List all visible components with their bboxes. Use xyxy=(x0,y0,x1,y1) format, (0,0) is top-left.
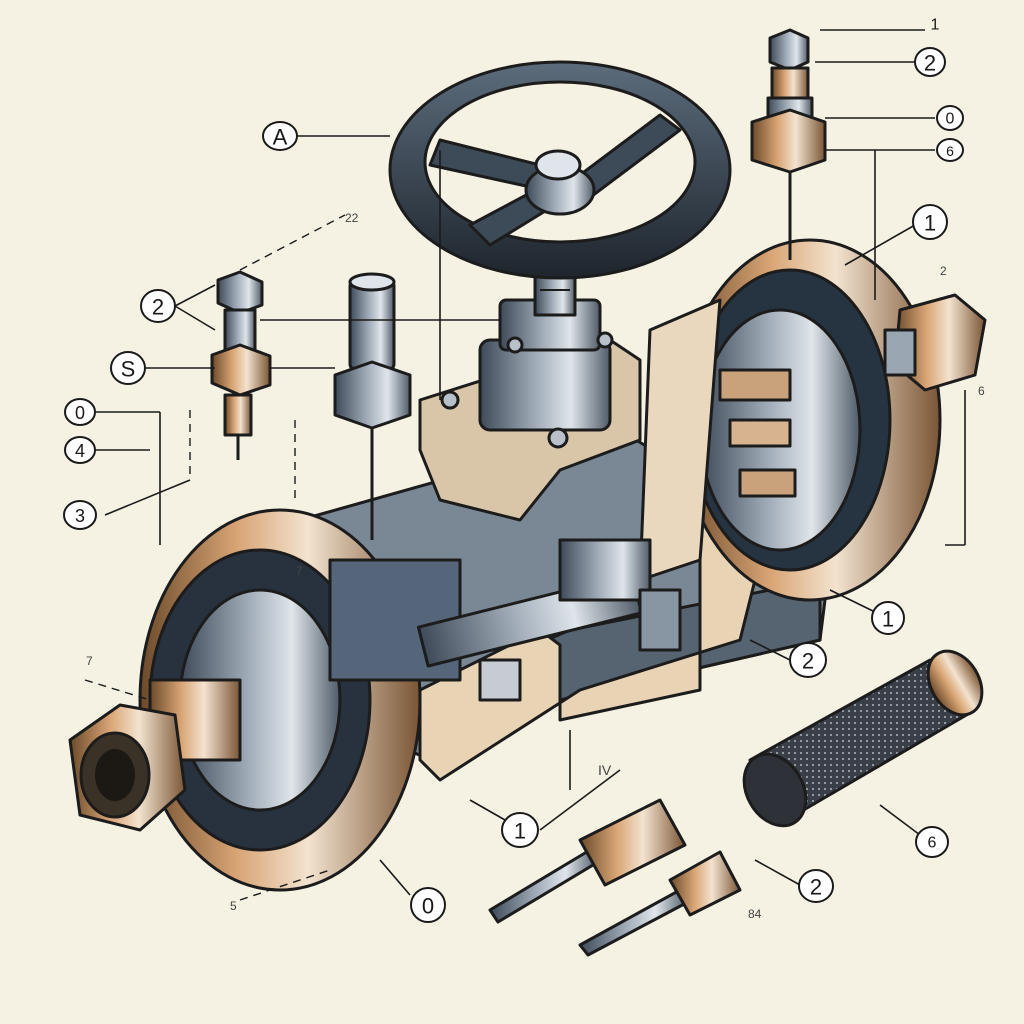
callout-mid-1-label: 1 xyxy=(882,607,894,632)
bonnet xyxy=(418,298,642,522)
callout-bot-2-label: 2 xyxy=(810,875,822,900)
label-7-body: 7 xyxy=(296,564,303,578)
callout-mid-2: 2 xyxy=(789,642,827,678)
callout-left-0: 0 xyxy=(64,398,96,426)
callout-left-s-label: S xyxy=(121,357,136,382)
callout-left-2-label: 2 xyxy=(152,295,164,320)
label-7-left: 7 xyxy=(86,654,93,668)
label-22: 22 xyxy=(345,211,359,225)
callout-bot-0: 0 xyxy=(410,887,446,923)
leader-lines xyxy=(84,29,966,901)
left-hex-nut xyxy=(68,678,242,832)
callout-left-0-label: 0 xyxy=(75,403,85,423)
callout-a-label: A xyxy=(273,125,288,150)
label-6: 6 xyxy=(978,384,985,398)
callout-left-4-label: 4 xyxy=(75,441,85,461)
handwheel xyxy=(388,60,732,280)
callout-bot-2: 2 xyxy=(798,869,834,903)
callout-left-3-label: 3 xyxy=(75,506,85,526)
callout-top-2-label: 2 xyxy=(924,51,936,76)
label-5: 5 xyxy=(230,899,237,913)
label-iv: IV xyxy=(598,762,612,778)
label-2: 2 xyxy=(940,264,947,278)
callout-bot-1: 1 xyxy=(501,812,539,848)
knurled-sleeve xyxy=(742,649,984,828)
small-labels: 22 2 6 7 7 5 84 IV xyxy=(86,211,985,921)
callout-right-1: 1 xyxy=(912,204,948,240)
pin-b xyxy=(578,850,742,957)
left-bolt-long xyxy=(333,272,412,540)
callouts: A 1 2 0 6 1 2 S 0 xyxy=(63,17,964,923)
callout-top-6-label: 6 xyxy=(946,143,954,159)
left-bolt-small xyxy=(210,270,272,460)
callout-mid-2-label: 2 xyxy=(802,649,814,674)
pin-a xyxy=(488,798,687,924)
callout-top-1: 1 xyxy=(931,17,940,34)
callout-left-4: 4 xyxy=(64,436,96,464)
callout-left-2: 2 xyxy=(140,289,176,323)
callout-a: A xyxy=(262,121,298,151)
callout-top-1-label: 1 xyxy=(931,17,940,34)
callout-top-0: 0 xyxy=(936,105,964,131)
inner-shaft xyxy=(328,538,682,702)
top-right-bolt xyxy=(750,28,827,260)
right-hex-nut xyxy=(883,293,987,392)
callout-left-3: 3 xyxy=(63,500,97,530)
callout-top-0-label: 0 xyxy=(946,111,955,128)
callout-bot-6-label: 6 xyxy=(928,835,937,852)
callout-top-2: 2 xyxy=(914,47,946,77)
label-84: 84 xyxy=(748,907,762,921)
callout-bot-0-label: 0 xyxy=(422,894,434,919)
callout-bot-6: 6 xyxy=(915,826,949,858)
callout-mid-1: 1 xyxy=(871,601,905,635)
callout-bot-1-label: 1 xyxy=(514,819,526,844)
callout-right-1-label: 1 xyxy=(924,211,936,236)
callout-left-s: S xyxy=(110,351,146,385)
callout-top-6: 6 xyxy=(936,138,964,162)
right-flange xyxy=(638,238,942,602)
